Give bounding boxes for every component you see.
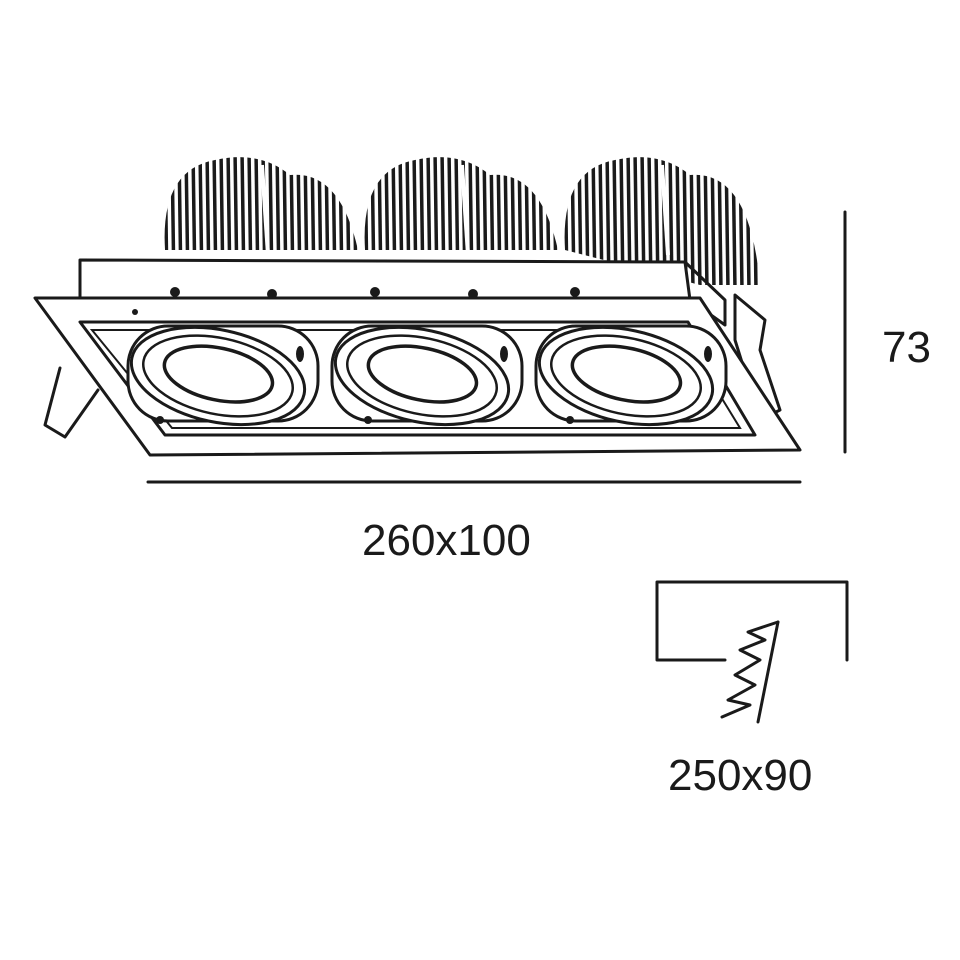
screws	[132, 287, 580, 424]
lamp	[126, 324, 320, 427]
spring-clip-right	[733, 293, 782, 422]
lamps	[126, 324, 728, 427]
cutout-label: 250x90	[668, 751, 812, 800]
spring-clip-left	[43, 366, 100, 439]
lamp	[330, 324, 524, 427]
lamp	[534, 324, 728, 427]
height-label: 73	[882, 323, 931, 372]
size-label: 260x100	[362, 516, 531, 565]
cutout-symbol	[655, 580, 849, 724]
